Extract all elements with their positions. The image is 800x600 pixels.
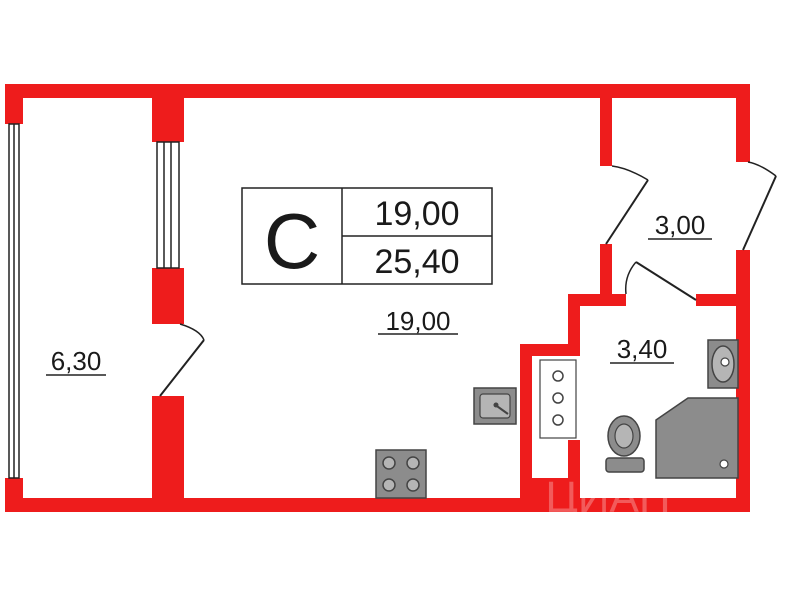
balcony-window-left [8, 123, 20, 479]
hallway-area: 3,00 [655, 210, 706, 240]
apartment-type-letter: С [264, 197, 320, 285]
washbasin-icon [707, 339, 739, 389]
balcony-area: 6,30 [51, 346, 102, 376]
sink-icon [473, 387, 517, 425]
bathroom-door [624, 261, 697, 301]
balcony-door [159, 323, 205, 397]
walls [5, 84, 750, 512]
shower-icon [655, 397, 739, 479]
hallway-door [605, 165, 649, 245]
apartment-legend: С 19,00 25,40 [241, 187, 493, 285]
stove-icon [375, 449, 427, 499]
living-area-value: 19,00 [374, 195, 459, 233]
bathroom-area: 3,40 [617, 334, 668, 364]
main-room-area: 19,00 [385, 306, 450, 336]
watermark: ЦИАН [545, 473, 670, 522]
entrance-door [742, 161, 777, 251]
counter-icon [539, 359, 577, 439]
toilet-icon [605, 415, 645, 473]
room-window [156, 141, 180, 269]
total-area-value: 25,40 [374, 243, 459, 281]
